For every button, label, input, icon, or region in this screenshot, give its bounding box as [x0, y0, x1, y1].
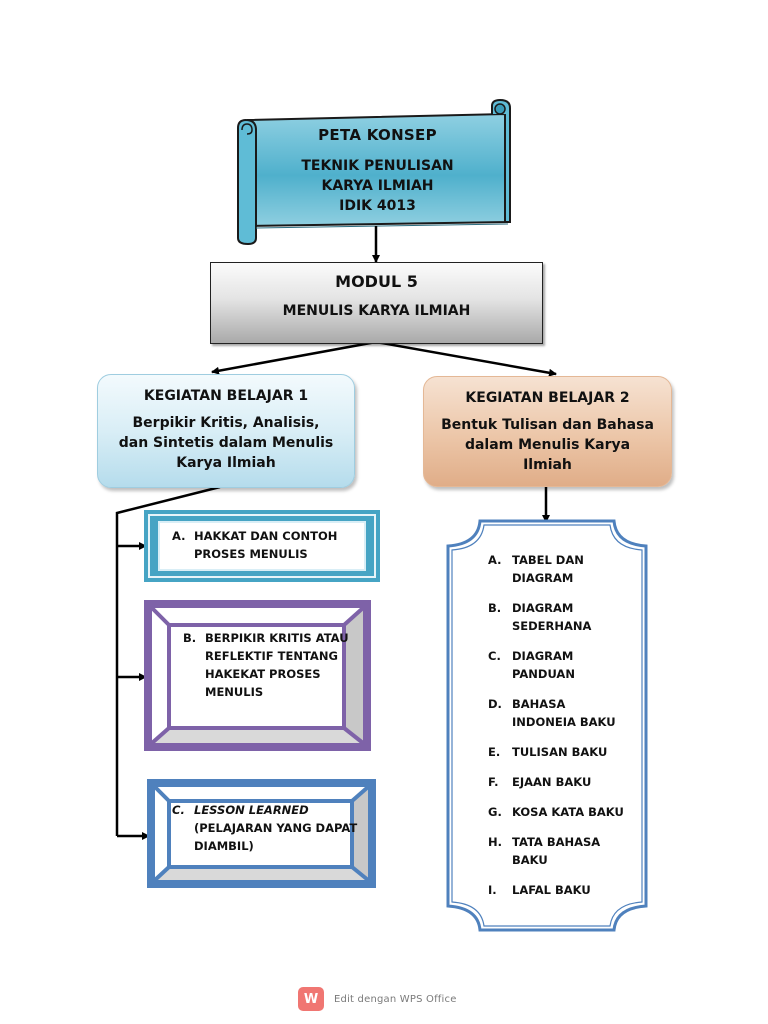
list-item-label: D.	[488, 697, 502, 711]
item-b-line-2: REFLEKTIF TENTANG	[205, 649, 338, 663]
list-item-line: TATA BAHASA	[512, 835, 601, 849]
item-c-line-2: (PELAJARAN YANG DAPAT	[194, 821, 358, 835]
list-item: C. DIAGRAM PANDUAN	[488, 647, 638, 683]
item-b-line-1: BERPIKIR KRITIS ATAU	[205, 631, 349, 645]
item-b-line-4: MENULIS	[205, 685, 264, 699]
item-c-line-1: LESSON LEARNED	[194, 803, 309, 817]
list-item-line: SEDERHANA	[512, 619, 592, 633]
item-c-text: C. LESSON LEARNED (PELAJARAN YANG DAPAT D…	[172, 801, 357, 855]
list-item-label: C.	[488, 649, 501, 663]
course-code: IDIK 4013	[339, 198, 416, 214]
kegiatan-belajar-2-heading: KEGIATAN BELAJAR 2	[465, 390, 630, 406]
list-item: H. TATA BAHASA BAKU	[488, 833, 638, 869]
modul-subtitle: MENULIS KARYA ILMIAH	[282, 303, 471, 319]
list-item: F. EJAAN BAKU	[488, 773, 638, 791]
kegiatan-belajar-2-line-1: Bentuk Tulisan dan Bahasa	[441, 417, 654, 433]
course-title-line-2: KARYA ILMIAH	[321, 178, 434, 194]
list-item-line: BAKU	[512, 853, 548, 867]
item-a-line-1: HAKKAT DAN CONTOH	[194, 529, 338, 543]
kegiatan-belajar-1-heading: KEGIATAN BELAJAR 1	[143, 388, 309, 404]
item-b-text: B. BERPIKIR KRITIS ATAU REFLEKTIF TENTANG…	[183, 629, 349, 701]
list-item-line: DIAGRAM	[512, 649, 574, 663]
list-item-label: F.	[488, 775, 499, 789]
list-item: B. DIAGRAM SEDERHANA	[488, 599, 638, 635]
item-a-frame: A. HAKKAT DAN CONTOH PROSES MENULIS	[144, 510, 380, 582]
item-b-line-3: HAKEKAT PROSES	[205, 667, 321, 681]
list-item-line: EJAAN BAKU	[512, 775, 592, 789]
list-item-label: I.	[488, 883, 497, 897]
list-item: D. BAHASA INDONEIA BAKU	[488, 695, 638, 731]
list-item: I. LAFAL BAKU	[488, 881, 638, 899]
item-b-label: B.	[183, 631, 197, 645]
kegiatan-belajar-2-line-3: Ilmiah	[523, 457, 572, 473]
list-item: A. TABEL DAN DIAGRAM	[488, 551, 638, 587]
item-b-frame	[144, 600, 371, 751]
kegiatan-belajar-2-box: KEGIATAN BELAJAR 2 Bentuk Tulisan dan Ba…	[423, 376, 672, 487]
list-item-label: H.	[488, 835, 502, 849]
arrow-modul-to-kb2	[375, 340, 557, 377]
item-a-label: A.	[172, 529, 186, 543]
list-item-line: DIAGRAM	[512, 601, 574, 615]
list-item-line: TABEL DAN	[512, 553, 584, 567]
list-item: E. TULISAN BAKU	[488, 743, 638, 761]
item-a-line-2: PROSES MENULIS	[194, 547, 308, 561]
list-item-label: E.	[488, 745, 501, 759]
modul-title: MODUL 5	[335, 272, 418, 291]
course-title-line-1: TEKNIK PENULISAN	[301, 158, 454, 174]
list-item-line: INDONEIA BAKU	[512, 715, 616, 729]
concept-map-title: PETA KONSEP	[318, 126, 437, 144]
kb2-list-frame	[446, 519, 648, 932]
list-item-line: DIAGRAM	[512, 571, 574, 585]
list-item-line: TULISAN BAKU	[512, 745, 608, 759]
list-item-line: KOSA KATA BAKU	[512, 805, 624, 819]
title-scroll-text: PETA KONSEP TEKNIK PENULISAN KARYA ILMIA…	[255, 122, 500, 232]
kegiatan-belajar-1-line-2: dan Sintetis dalam Menulis	[118, 435, 334, 451]
kegiatan-belajar-1-line-1: Berpikir Kritis, Analisis,	[132, 415, 320, 431]
modul-box: MODUL 5 MENULIS KARYA ILMIAH	[210, 262, 543, 344]
list-item-label: A.	[488, 553, 502, 567]
item-a-text: A. HAKKAT DAN CONTOH PROSES MENULIS	[172, 527, 337, 563]
wps-logo-icon: W	[298, 987, 324, 1011]
list-item-line: BAHASA	[512, 697, 566, 711]
list-item-line: PANDUAN	[512, 667, 575, 681]
list-item-label: B.	[488, 601, 502, 615]
kb2-item-list: A. TABEL DAN DIAGRAM B. DIAGRAM SEDERHANA C.…	[488, 551, 638, 911]
kegiatan-belajar-2-line-2: dalam Menulis Karya	[464, 437, 631, 453]
item-c-frame	[147, 779, 376, 888]
arrow-modul-to-kb1	[211, 340, 377, 375]
list-item-line: LAFAL BAKU	[512, 883, 591, 897]
wps-edit-text[interactable]: Edit dengan WPS Office	[334, 993, 457, 1005]
kegiatan-belajar-1-box: KEGIATAN BELAJAR 1 Berpikir Kritis, Anal…	[97, 374, 355, 488]
item-c-label: C.	[172, 803, 185, 817]
kegiatan-belajar-1-line-3: Karya Ilmiah	[176, 455, 276, 471]
item-c-line-3: DIAMBIL)	[194, 839, 254, 853]
list-item-label: G.	[488, 805, 502, 819]
wps-edit-link[interactable]: W Edit dengan WPS Office	[298, 987, 457, 1011]
list-item: G. KOSA KATA BAKU	[488, 803, 638, 821]
title-scroll-banner	[237, 98, 511, 246]
